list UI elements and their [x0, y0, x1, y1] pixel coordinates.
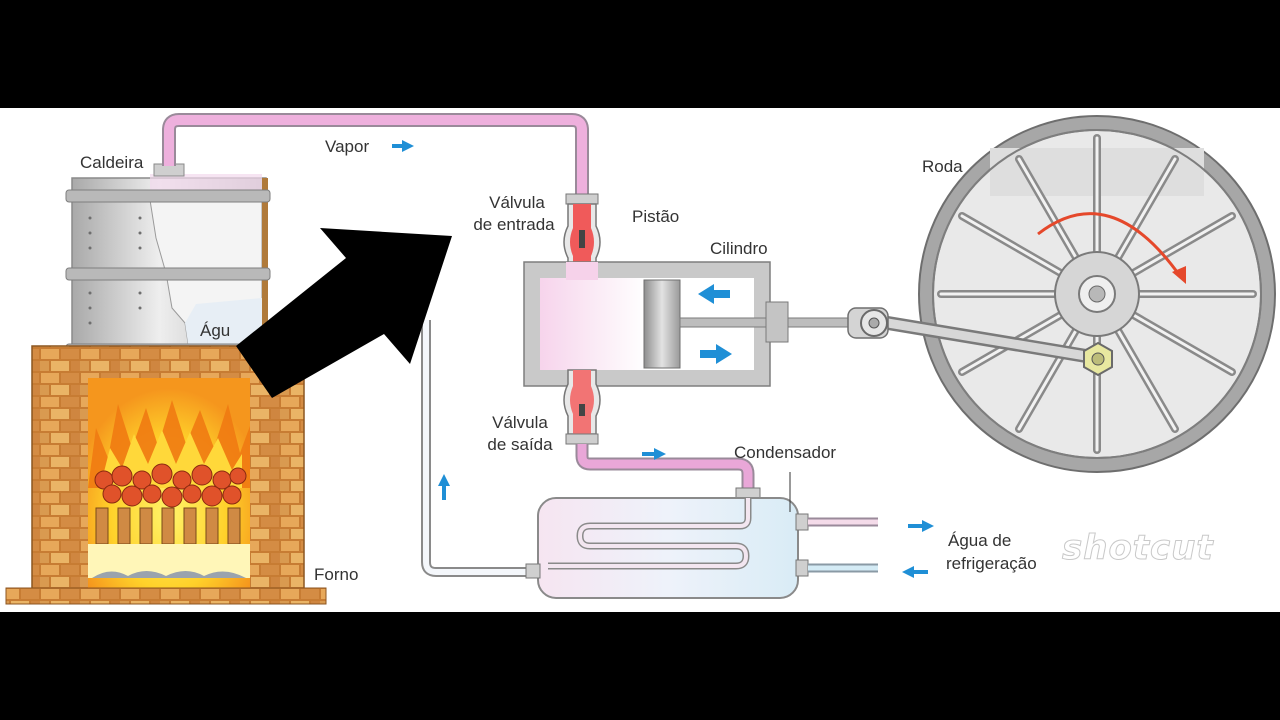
- water-label: Águ: [200, 321, 231, 340]
- exhaust-flow-arrow-icon: [642, 448, 666, 460]
- cooling-water-label-2: refrigeração: [946, 554, 1037, 573]
- flywheel: [918, 115, 1276, 473]
- connecting-rod: [847, 307, 1113, 377]
- diagram-frame: Caldeira Vapor Válvula de entrada Pistão…: [0, 108, 1280, 612]
- letterbox-top: [0, 0, 1280, 108]
- steam-label: Vapor: [325, 137, 370, 156]
- steam-engine-diagram: [5, 113, 1276, 605]
- furnace: [5, 345, 327, 605]
- cooling-in-arrow-icon: [902, 566, 928, 578]
- return-water-pipe: [421, 320, 530, 577]
- wheel-label: Roda: [922, 157, 963, 176]
- flow-arrows: [392, 140, 934, 578]
- outlet-valve: [563, 369, 601, 445]
- cooling-water-label-1: Água de: [948, 531, 1012, 550]
- return-flow-arrow-icon: [438, 474, 450, 500]
- furnace-label: Forno: [314, 565, 359, 584]
- watermark-logo: shotcut: [1062, 528, 1214, 569]
- cylinder: [523, 261, 857, 387]
- letterbox-bottom: [0, 612, 1280, 720]
- inlet-valve-label-1: Válvula: [489, 193, 545, 212]
- cylinder-label: Cilindro: [710, 239, 768, 258]
- exhaust-pipe: [575, 444, 761, 499]
- boiler-label: Caldeira: [80, 153, 144, 172]
- steam-flow-arrow-icon: [392, 140, 414, 152]
- cooling-out-arrow-icon: [908, 520, 934, 532]
- overlay-pointer-arrow-icon: [236, 228, 452, 398]
- piston-label: Pistão: [632, 207, 680, 226]
- outlet-valve-label-1: Válvula: [492, 413, 548, 432]
- piston-right-arrow-icon: [700, 344, 732, 364]
- boiler: [65, 163, 271, 359]
- piston-left-arrow-icon: [698, 284, 730, 304]
- inlet-valve-label-2: de entrada: [473, 215, 555, 234]
- steam-pipe: [162, 113, 589, 198]
- outlet-valve-label-2: de saída: [487, 435, 553, 454]
- condenser: [525, 472, 878, 599]
- condenser-label: Condensador: [734, 443, 837, 462]
